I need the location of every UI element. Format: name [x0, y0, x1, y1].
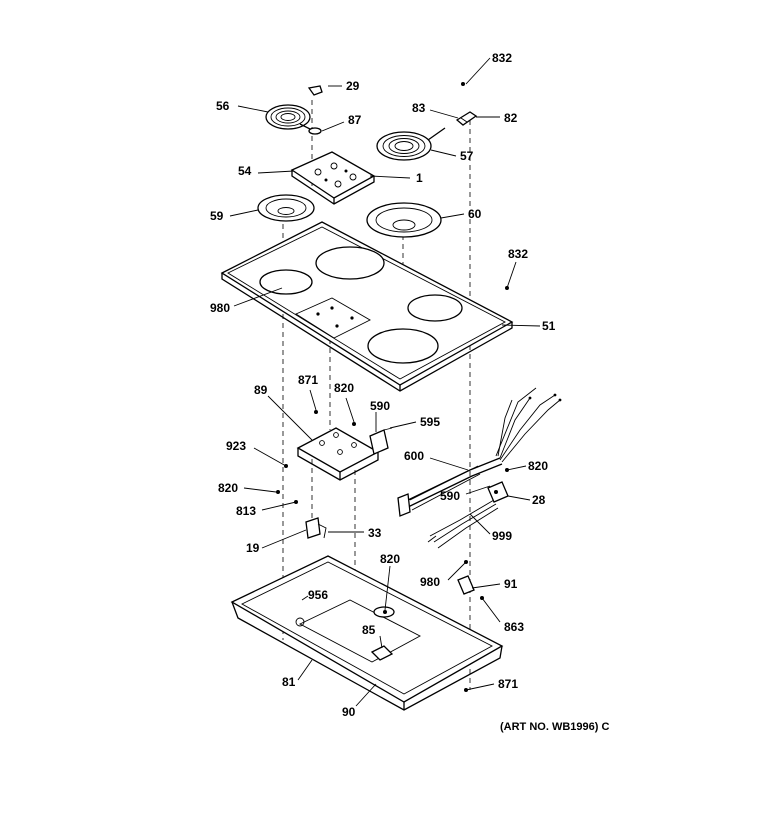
callout-90: 90 — [342, 705, 356, 719]
callout-56: 56 — [216, 99, 230, 113]
callout-600: 600 — [404, 449, 424, 463]
callout-956: 956 — [308, 588, 328, 602]
callout-813: 813 — [236, 504, 256, 518]
knob — [307, 85, 323, 96]
ring-87 — [308, 127, 322, 135]
callout-85: 85 — [362, 623, 376, 637]
callout-19: 19 — [246, 541, 260, 555]
callout-820: 820 — [380, 552, 400, 566]
drip-pan-small — [257, 194, 315, 222]
callout-60: 60 — [468, 207, 482, 221]
surface-unit-small — [265, 104, 313, 131]
callout-590: 590 — [440, 489, 460, 503]
callout-923: 923 — [226, 439, 246, 453]
callout-82: 82 — [504, 111, 518, 125]
callout-871: 871 — [298, 373, 318, 387]
callout-89: 89 — [254, 383, 268, 397]
callout-832: 832 — [508, 247, 528, 261]
callout-820: 820 — [334, 381, 354, 395]
control-panel — [290, 151, 376, 205]
callout-87: 87 — [348, 113, 362, 127]
callout-999: 999 — [492, 529, 512, 543]
switch — [369, 427, 393, 455]
callout-91: 91 — [504, 577, 518, 591]
callout-980: 980 — [210, 301, 230, 315]
art-number: (ART NO. WB1996) C — [500, 721, 609, 733]
callout-54: 54 — [238, 164, 252, 178]
cooktop-main — [220, 221, 514, 392]
callout-28: 28 — [532, 493, 546, 507]
callout-595: 595 — [420, 415, 440, 429]
terminal-block — [455, 111, 478, 126]
callout-57: 57 — [460, 149, 474, 163]
small-bracket — [457, 575, 475, 595]
callout-51: 51 — [542, 319, 556, 333]
wire-bundle-lower — [427, 499, 499, 549]
callout-29: 29 — [346, 79, 360, 93]
callout-863: 863 — [504, 620, 524, 634]
callout-871: 871 — [498, 677, 518, 691]
callout-labels: 29 832 56 87 83 82 57 54 1 59 60 832 980… — [210, 51, 556, 719]
clip — [305, 517, 327, 539]
terminal-28 — [487, 481, 509, 503]
callout-59: 59 — [210, 209, 224, 223]
callout-33: 33 — [368, 526, 382, 540]
callout-832: 832 — [492, 51, 512, 65]
leader-lines — [229, 57, 541, 707]
surface-unit-large — [376, 127, 446, 161]
drip-pan-large — [366, 202, 442, 238]
callout-83: 83 — [412, 101, 426, 115]
callout-820: 820 — [218, 481, 238, 495]
callout-980: 980 — [420, 575, 440, 589]
callout-1: 1 — [416, 171, 423, 185]
callout-590: 590 — [370, 399, 390, 413]
base-pan — [230, 555, 504, 711]
wire-harness — [397, 387, 562, 517]
callout-820: 820 — [528, 459, 548, 473]
callout-81: 81 — [282, 675, 296, 689]
bracket — [296, 427, 380, 481]
